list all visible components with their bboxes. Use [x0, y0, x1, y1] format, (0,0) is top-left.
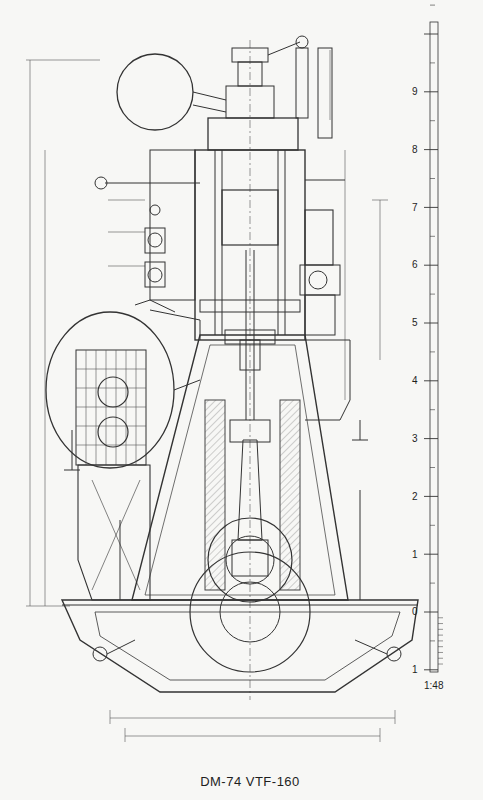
connecting-rod: [238, 440, 262, 540]
exhaust-manifold: [117, 54, 193, 130]
pipe-flange: [387, 647, 401, 661]
scale-number: 9: [412, 86, 418, 97]
dimension-lines: [26, 40, 395, 742]
cylinder-head: [208, 118, 298, 150]
side-support: [78, 465, 150, 600]
scale-number: 2: [412, 491, 418, 502]
scale-number: 3: [412, 433, 418, 444]
air-receiver: [46, 312, 174, 468]
scale-ratio: 1:48: [424, 680, 443, 691]
drawing-title: DM-74 VTF-160: [200, 775, 300, 789]
pipe-flange: [93, 647, 107, 661]
scale-number: 0: [412, 606, 418, 617]
cylinder-block: [195, 150, 305, 340]
bedplate: [62, 600, 418, 692]
scale-number: 7: [412, 202, 418, 213]
scale-number: 1: [412, 664, 418, 675]
scale-bar: [424, 5, 443, 672]
scale-number: 6: [412, 259, 418, 270]
scale-number: 8: [412, 144, 418, 155]
fuel-pump: [305, 210, 333, 265]
crank-web: [190, 552, 310, 672]
scale-number: 4: [412, 375, 418, 386]
scale-number: 5: [412, 317, 418, 328]
a-frame: [132, 335, 348, 600]
scale-number: 1: [412, 549, 418, 560]
